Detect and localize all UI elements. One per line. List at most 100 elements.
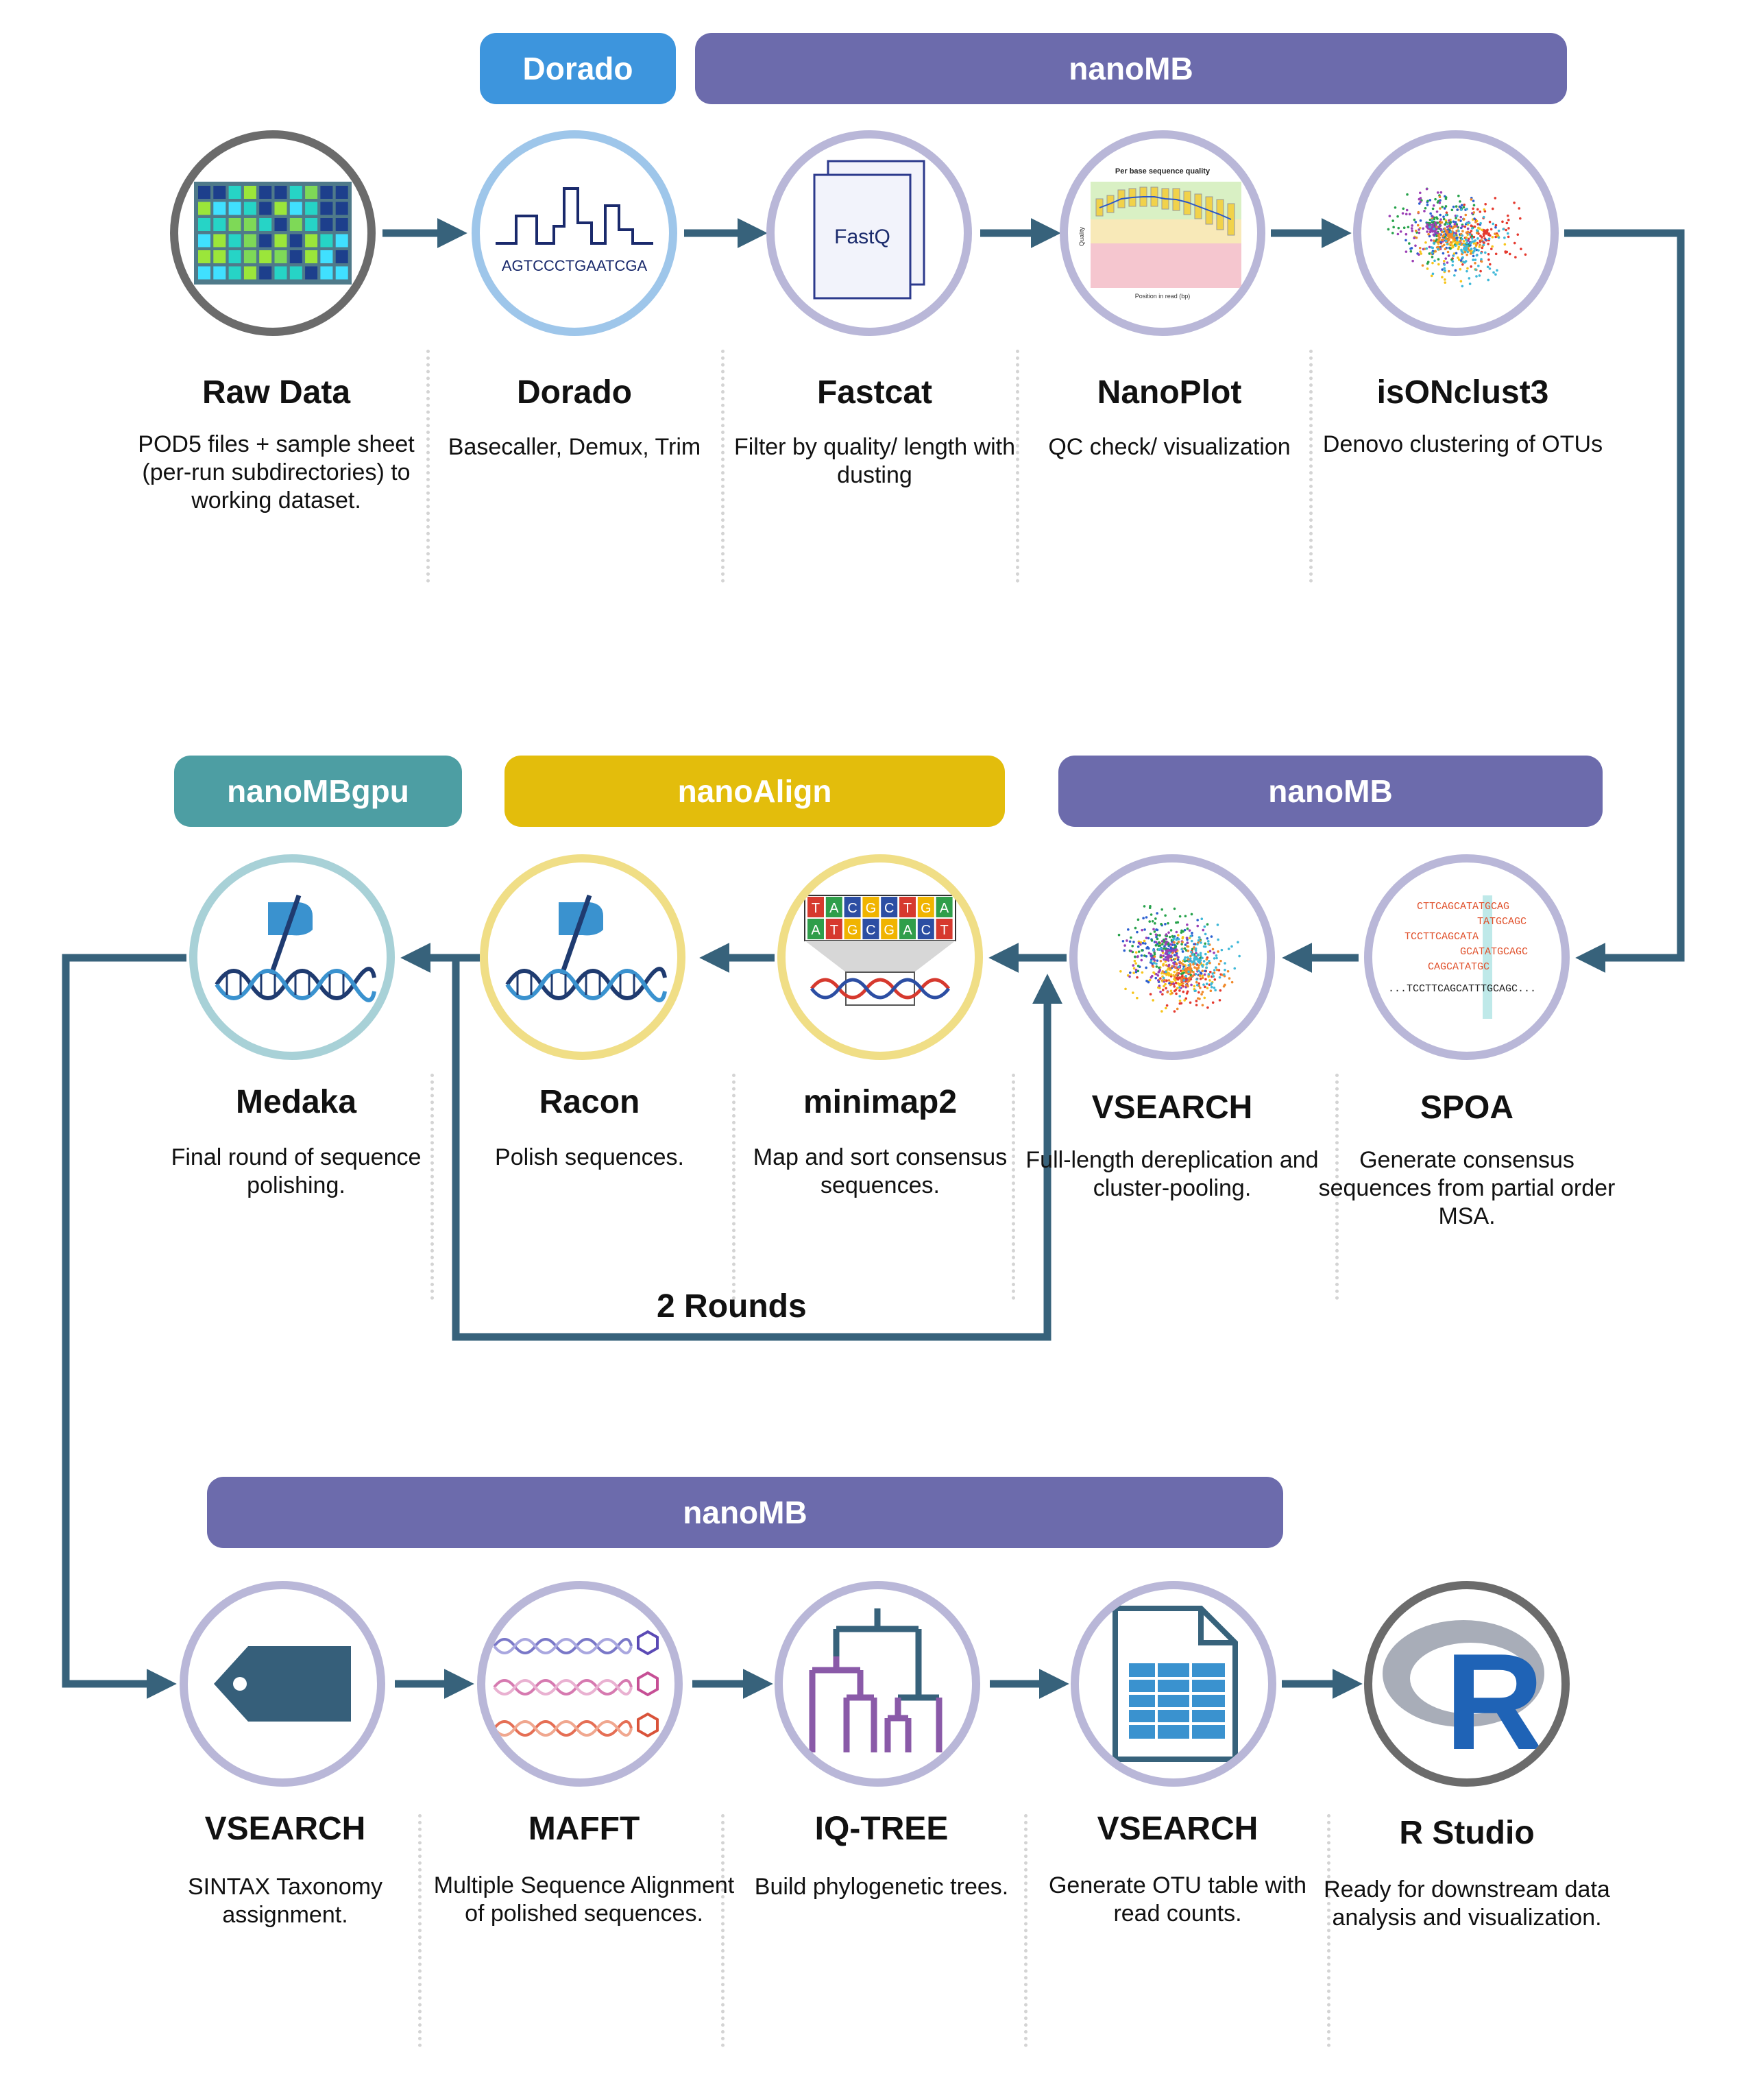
sequence-alignment-icon (493, 1630, 659, 1738)
divider (721, 1814, 725, 2047)
msa-consensus-line: ...TCCTTCAGCATTTGCAGC... (1388, 983, 1536, 995)
medaka-node (189, 854, 395, 1060)
nanoplot-desc: QC check/ visualization (1048, 434, 1291, 460)
vsearch-otu-title: VSEARCH (1097, 1811, 1259, 1847)
spoa-desc: Generate consensus sequences from partia… (1318, 1147, 1616, 1229)
nanombgpu-banner: nanoMBgpu (174, 756, 462, 827)
spoa-node: CTTCAGCATATGCAG TATGCAGC TCCTTCAGCATA GC… (1364, 854, 1570, 1060)
dorado-sequence-text: AGTCCCTGAATCGA (502, 257, 648, 274)
msa-line: GCATATGCAGC (1460, 946, 1528, 958)
divider (430, 1074, 434, 1300)
racon-desc: Polish sequences. (495, 1144, 684, 1170)
iqtree-desc: Build phylogenetic trees. (754, 1874, 1009, 1900)
r-letter: R (1445, 1626, 1544, 1759)
divider (1309, 350, 1313, 583)
divider (1327, 1814, 1330, 2047)
spoa-title: SPOA (1420, 1089, 1514, 1126)
mafft-title: MAFFT (528, 1811, 640, 1847)
plate-grid-icon (194, 182, 352, 285)
svg-text:G: G (921, 901, 932, 916)
divider (1024, 1814, 1028, 2047)
fastcat-title: Fastcat (816, 374, 933, 411)
isonclust3-desc: Denovo clustering of OTUs (1322, 431, 1603, 457)
fastq-label: FastQ (834, 226, 890, 248)
racon-node (480, 854, 685, 1060)
svg-text:C: C (866, 923, 875, 938)
dorado-title: Dorado (517, 374, 632, 411)
plot-title: Per base sequence quality (1115, 167, 1211, 176)
svg-text:A: A (940, 901, 949, 916)
svg-text:T: T (812, 901, 820, 916)
divider (721, 350, 725, 583)
vsearch-sintax-title: VSEARCH (204, 1811, 366, 1847)
dna-polish-icon (215, 894, 376, 1002)
vsearch-otu-desc: Generate OTU table with read counts. (1048, 1872, 1307, 1927)
racon-title: Racon (539, 1084, 640, 1120)
cluster-scatter-icon (1387, 187, 1527, 288)
msa-consensus-icon: CTTCAGCATATGCAG TATGCAGC TCCTTCAGCATA GC… (1388, 895, 1536, 1019)
msa-line: CTTCAGCATATGCAG (1417, 901, 1509, 913)
divider (1016, 350, 1019, 583)
divider (1335, 1074, 1339, 1300)
vsearch-derep-desc: Full-length dereplication and cluster-po… (1025, 1147, 1319, 1201)
msa-line: TCCTTCAGCATA (1405, 931, 1479, 943)
mafft-node (477, 1581, 683, 1787)
minimap2-desc: Map and sort consensus sequences. (753, 1144, 1008, 1198)
svg-text:A: A (829, 901, 839, 916)
r-logo-icon: R (1383, 1620, 1544, 1759)
quality-plot-icon: Per base sequence quality Position in re… (1078, 167, 1241, 300)
isonclust3-node (1353, 130, 1559, 336)
svg-text:G: G (866, 901, 877, 916)
divider (1012, 1074, 1015, 1300)
vsearch-derep-title: VSEARCH (1091, 1089, 1253, 1126)
dorado-desc: Basecaller, Demux, Trim (448, 434, 701, 460)
rstudio-title: R Studio (1399, 1815, 1535, 1851)
divider (418, 1814, 422, 2047)
divider (426, 350, 430, 583)
svg-text:C: C (921, 923, 931, 938)
svg-text:G: G (884, 923, 895, 938)
iqtree-node (775, 1581, 980, 1787)
fastcat-node: FastQ (766, 130, 972, 336)
raw-data-node (170, 130, 376, 336)
medaka-title: Medaka (235, 1084, 357, 1120)
svg-text:C: C (847, 901, 857, 916)
svg-text:A: A (903, 923, 912, 938)
nanomb-banner-top: nanoMB (695, 33, 1567, 104)
dorado-node: AGTCCCTGAATCGA (472, 130, 677, 336)
isonclust3-title: isONclust3 (1376, 374, 1549, 411)
fastcat-desc: Filter by quality/ length with dusting (733, 434, 1016, 488)
nanomb-banner-mid: nanoMB (1058, 756, 1603, 827)
tag-icon (214, 1646, 351, 1722)
nanoplot-title: NanoPlot (1097, 374, 1242, 411)
spreadsheet-file-icon (1112, 1606, 1238, 1762)
squiggle-signal-icon: AGTCCCTGAATCGA (496, 187, 653, 274)
svg-text:T: T (903, 901, 912, 916)
vsearch-sintax-desc: SINTAX Taxonomy assignment. (187, 1874, 383, 1928)
cluster-scatter-icon (1117, 905, 1241, 1013)
nanomb-banner-bottom: nanoMB (207, 1477, 1283, 1548)
mafft-desc: Multiple Sequence Alignment of polished … (433, 1872, 735, 1927)
iqtree-title: IQ-TREE (814, 1811, 949, 1847)
svg-text:C: C (884, 901, 894, 916)
vsearch-derep-node (1069, 854, 1275, 1060)
rstudio-desc: Ready for downstream data analysis and v… (1324, 1876, 1610, 1931)
arrow-medaka-to-sintax (62, 954, 186, 1699)
divider (732, 1074, 735, 1300)
nanoalign-banner: nanoAlign (504, 756, 1005, 827)
svg-text:T: T (830, 923, 838, 938)
rounds-label: 2 Rounds (657, 1288, 807, 1325)
raw-data-desc: POD5 files + sample sheet (per-run subdi… (138, 431, 415, 514)
svg-text:A: A (811, 923, 820, 938)
plot-ylabel: Quality (1078, 226, 1085, 246)
vsearch-otu-node (1071, 1581, 1276, 1787)
arrow-isonclust-to-spoa (1564, 229, 1685, 973)
svg-text:G: G (847, 923, 858, 938)
svg-text:T: T (940, 923, 948, 938)
minimap2-title: minimap2 (803, 1084, 958, 1120)
dna-polish-icon (505, 894, 667, 1002)
msa-line: TATGCAGC (1477, 916, 1527, 928)
